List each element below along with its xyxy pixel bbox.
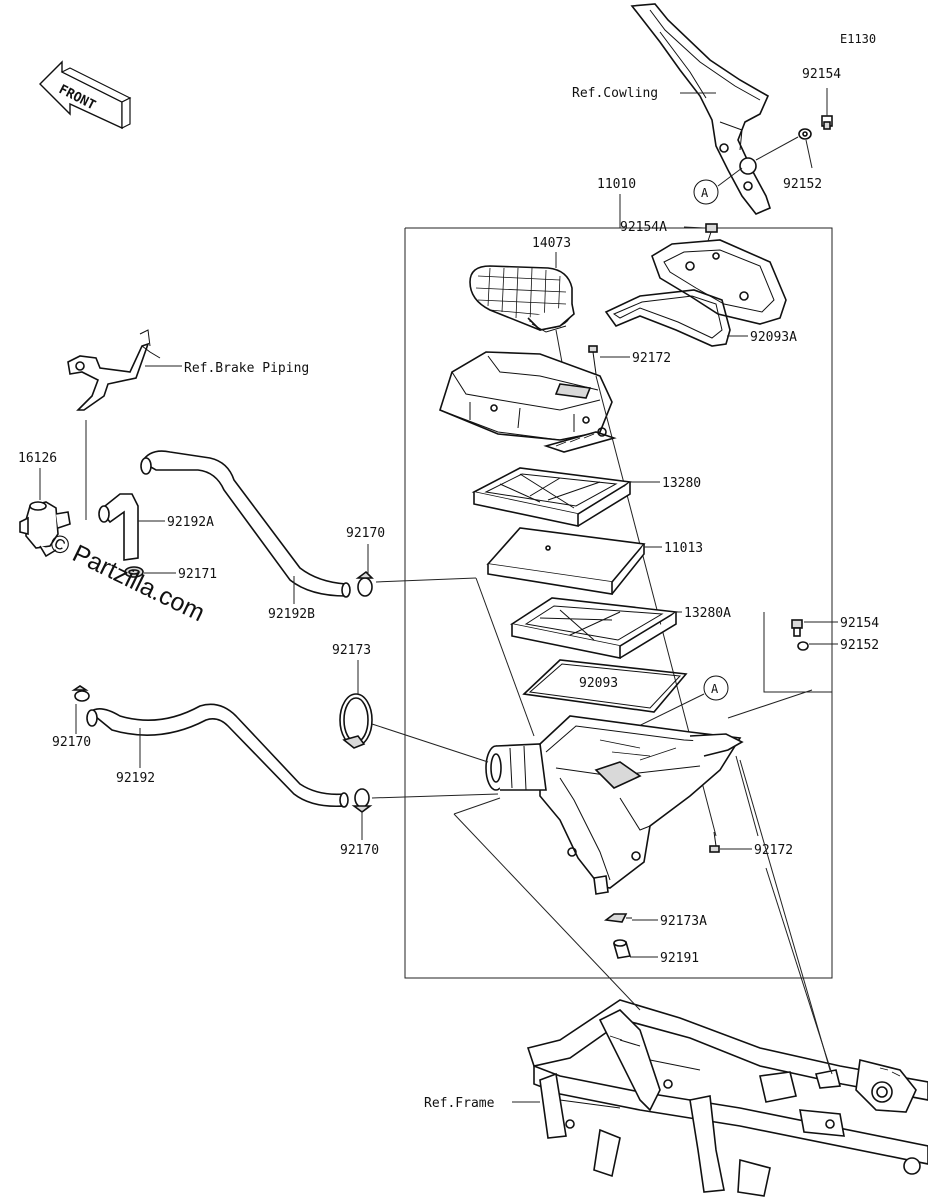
label-92192: 92192: [116, 771, 155, 786]
label-92192b: 92192B: [268, 607, 315, 622]
hose-92192b: [140, 450, 351, 598]
label-11013: 11013: [664, 541, 703, 556]
ref-brake-label: Ref.Brake Piping: [184, 361, 309, 376]
diagram-code: E1130: [840, 32, 876, 46]
ref-cowling-label: Ref.Cowling: [572, 86, 658, 101]
label-92154a: 92154A: [620, 220, 667, 235]
label-92093: 92093: [579, 676, 618, 691]
clamp-92170-b: [351, 788, 373, 813]
ref-frame-label: Ref.Frame: [424, 1096, 495, 1111]
bolt-92154-top: [821, 115, 833, 130]
label-13280a: 13280A: [684, 606, 731, 621]
label-92170-a: 92170: [346, 526, 385, 541]
label-92170-b: 92170: [340, 843, 379, 858]
clamp-92170-c: [71, 685, 90, 702]
clamp-92170-a: [355, 570, 374, 597]
drain-cap-92191: [612, 939, 632, 959]
label-14073: 14073: [532, 236, 571, 251]
label-92173: 92173: [332, 643, 371, 658]
label-92170-c: 92170: [52, 735, 91, 750]
label-92154-top: 92154: [802, 67, 841, 82]
label-11010: 11010: [597, 177, 636, 192]
label-13280: 13280: [662, 476, 701, 491]
seal-92093: [522, 659, 688, 713]
circle-ref-a-top: A: [701, 186, 709, 200]
label-92192a: 92192A: [167, 515, 214, 530]
filter-element-11013: [486, 527, 646, 595]
air-cleaner-housing: [539, 715, 744, 895]
label-92152-mid: 92152: [840, 638, 879, 653]
air-cleaner-cover: [439, 351, 613, 441]
screw-92172-bot: [709, 831, 720, 853]
clip-92173a: [603, 913, 632, 923]
washer-92152-mid: [797, 641, 809, 651]
circle-ref-a-mid: A: [711, 682, 719, 696]
intake-duct-14073: [469, 265, 575, 333]
screw-92172-top: [588, 345, 598, 375]
label-92171: 92171: [178, 567, 217, 582]
cowling-bracket: [630, 3, 771, 215]
front-arrow-icon: FRONT: [39, 60, 132, 130]
label-92173a: 92173A: [660, 914, 707, 929]
valve-16126: [19, 501, 71, 558]
hose-92192a: [98, 493, 139, 561]
hose-92192: [86, 703, 349, 808]
label-92191: 92191: [660, 951, 699, 966]
label-92172-top: 92172: [632, 351, 671, 366]
washer-92152-top: [798, 128, 812, 140]
clamp-band-92173: [339, 693, 373, 749]
filter-frame-13280a: [509, 597, 679, 659]
bolt-92154-mid: [791, 619, 803, 637]
label-92172-bot: 92172: [754, 843, 793, 858]
bracket-strip: [543, 427, 617, 453]
housing-inlet: [485, 743, 547, 791]
filter-frame-13280: [471, 467, 633, 527]
label-16126: 16126: [18, 451, 57, 466]
clamp-92171: [124, 566, 144, 578]
cover-plate: [651, 239, 787, 325]
label-92093a: 92093A: [750, 330, 797, 345]
frame-structure: [526, 999, 928, 1197]
gasket-92093a: [604, 289, 731, 347]
brake-piping-bracket: [67, 329, 161, 411]
label-92154-mid: 92154: [840, 616, 879, 631]
label-92152-top: 92152: [783, 177, 822, 192]
